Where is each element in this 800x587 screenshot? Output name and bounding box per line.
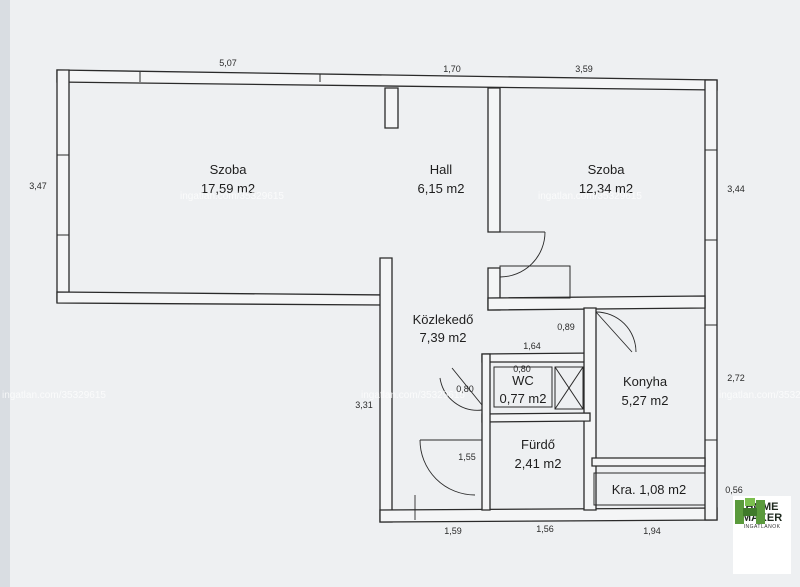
room-name-wc: WC: [512, 373, 534, 388]
room-area-hall: 6,15 m2: [418, 181, 465, 196]
homemaker-logo-icon: [735, 498, 765, 524]
door-swings: [414, 231, 637, 520]
room-name-szoba1: Szoba: [210, 162, 248, 177]
dim-top-mid: 1,70: [443, 64, 461, 74]
logo-text-ingatlanok: INGATLANOK: [743, 524, 781, 530]
walls: [56, 69, 718, 523]
dim-right-mid: 2,72: [727, 373, 745, 383]
dim-top-left: 5,07: [219, 58, 237, 68]
homemaker-logo: HOME MAKER INGATLANOK: [733, 496, 791, 574]
room-name-furdo: Fürdő: [521, 437, 555, 452]
room-name-szoba2: Szoba: [588, 162, 626, 177]
watermark-3: ingatlan.com/35329615: [2, 390, 106, 401]
dim-bottom-right: 1,94: [643, 526, 661, 536]
room-area-furdo: 2,41 m2: [515, 456, 562, 471]
watermark-2: ingatlan.com/35329615: [538, 191, 642, 202]
dim-inner-1-64: 1,64: [523, 341, 541, 351]
room-label-kamra: Kra. 1,08 m2: [612, 482, 686, 497]
watermark-1: ingatlan.com/35329615: [180, 191, 284, 202]
room-name-kozlekedo: Közlekedő: [413, 312, 474, 327]
room-area-kozlekedo: 7,39 m2: [420, 330, 467, 345]
kamra-box: [593, 472, 706, 506]
room-area-wc: 0,77 m2: [500, 391, 547, 406]
dim-inner-0-89: 0,89: [557, 322, 575, 332]
dim-left-lower: 3,31: [355, 400, 373, 410]
room-name-hall: Hall: [430, 162, 453, 177]
watermark-5: ingatlan.com/35329615: [719, 390, 800, 401]
wc-shaft: [554, 366, 584, 410]
dim-inner-0-80-a: 0,80: [456, 384, 474, 394]
dim-inner-1-55: 1,55: [458, 452, 476, 462]
watermark-4: ingatlan.com/35329615: [361, 390, 465, 401]
dim-right-upper: 3,44: [727, 184, 745, 194]
room-area-szoba2: 12,34 m2: [579, 181, 633, 196]
dim-inner-0-80-b: 0,80: [513, 364, 531, 374]
dim-bottom-mid: 1,56: [536, 524, 554, 534]
dim-bottom-left: 1,59: [444, 526, 462, 536]
wc-fixture-box: [493, 366, 553, 408]
room-area-konyha: 5,27 m2: [622, 393, 669, 408]
dim-top-right: 3,59: [575, 64, 593, 74]
room-name-konyha: Konyha: [623, 374, 668, 389]
dim-right-lower: 0,56: [725, 485, 743, 495]
dim-left-upper: 3,47: [29, 181, 47, 191]
room-area-szoba1: 17,59 m2: [201, 181, 255, 196]
window-marks: [57, 72, 717, 441]
